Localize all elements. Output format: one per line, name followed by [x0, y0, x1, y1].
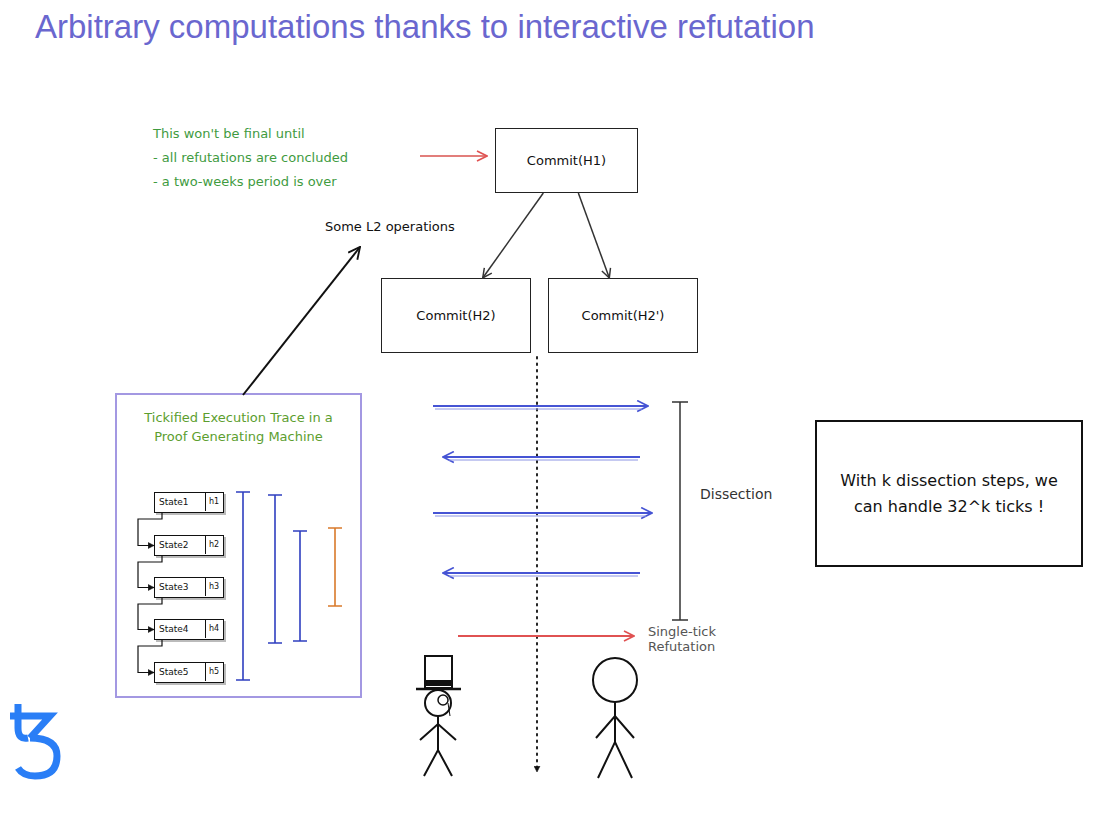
note-text: This won't be final until — [153, 126, 305, 141]
hat-band — [425, 680, 452, 686]
dissection-arrow — [433, 512, 652, 514]
arrow-connector — [578, 193, 609, 278]
leader-arrow — [420, 155, 487, 157]
dissection-bracket — [672, 402, 688, 620]
annotation-text: Some L2 operations — [325, 219, 455, 234]
note-box: With k dissection steps, we can handle 3… — [815, 420, 1083, 567]
commit-box: Commit(H2) — [381, 278, 531, 353]
range-bracket — [293, 531, 307, 641]
monocle — [438, 695, 448, 705]
node-text: Commit(H1) — [527, 153, 606, 168]
hash-cell: h1 — [205, 493, 222, 511]
sketch-stroke — [449, 460, 638, 461]
node-text: State5 — [159, 666, 189, 679]
hash-cell: h2 — [205, 536, 222, 554]
figure-arms — [420, 724, 456, 740]
range-bracket — [236, 492, 250, 680]
timeline-arrow — [536, 357, 538, 772]
node-text: State1 — [159, 496, 189, 509]
arrow-connector — [483, 193, 544, 278]
range-bracket — [328, 528, 342, 606]
node-text: Commit(H2) — [416, 308, 495, 323]
node-text: State3 — [159, 581, 189, 594]
connector-group — [138, 193, 609, 673]
hat-crown — [425, 656, 452, 688]
dissection-arrow — [443, 456, 640, 458]
figure-body — [614, 702, 616, 742]
sketch-stroke — [435, 516, 646, 517]
logo-curve — [18, 738, 57, 776]
hash-cell: h5 — [205, 663, 222, 681]
figure-head — [593, 658, 637, 702]
note-text: - a two-weeks period is over — [153, 174, 337, 189]
commit-box: Commit(H2') — [548, 278, 698, 353]
state-box: State1 h1 — [154, 492, 224, 513]
dissection-arrow — [443, 572, 640, 574]
figure-legs — [598, 742, 632, 778]
state-box: State4 h4 — [154, 619, 224, 640]
node-text: h1 — [209, 496, 219, 508]
node-text: h4 — [209, 623, 219, 635]
range-bracket — [268, 495, 282, 643]
node-text: h2 — [209, 539, 219, 551]
logo-stem — [18, 704, 28, 738]
leader-arrow — [243, 247, 360, 395]
note-text: - all refutations are concluded — [153, 150, 348, 165]
stick-figure — [593, 658, 637, 778]
state-box: State5 h5 — [154, 662, 224, 683]
node-text: State4 — [159, 623, 189, 636]
figure-legs — [424, 750, 452, 776]
tezos-logo — [10, 704, 57, 776]
figure-arms — [596, 716, 634, 738]
node-text: Commit(H2') — [582, 308, 665, 323]
monocle-chain — [448, 703, 450, 716]
hat-brim — [416, 688, 461, 691]
sketch-stroke — [449, 576, 638, 577]
state-box: State2 h2 — [154, 535, 224, 556]
annotation-text: Single-tick Refutation — [648, 624, 743, 654]
node-text: h5 — [209, 666, 219, 678]
node-text: State2 — [159, 539, 189, 552]
dissection-arrow — [433, 405, 648, 407]
node-text: Tickified Execution Trace in a Proof Gen… — [139, 409, 338, 447]
figure-body — [437, 716, 439, 750]
commit-box: Commit(H1) — [495, 128, 638, 193]
stick-figure-tophat — [416, 656, 461, 776]
node-text: With k dissection steps, we can handle 3… — [831, 468, 1067, 519]
state-box: State3 h3 — [154, 577, 224, 598]
sketch-stroke — [435, 409, 642, 410]
figure-head — [425, 690, 451, 716]
slide-title: Arbitrary computations thanks to interac… — [35, 8, 815, 46]
hash-cell: h3 — [205, 578, 222, 596]
trace-box: Tickified Execution Trace in a Proof Gen… — [115, 393, 362, 698]
hash-cell: h4 — [205, 620, 222, 638]
annotation-text: Dissection — [700, 486, 772, 502]
node-text: h3 — [209, 581, 219, 593]
logo-bar — [10, 716, 50, 738]
refutation-arrow — [458, 635, 634, 637]
